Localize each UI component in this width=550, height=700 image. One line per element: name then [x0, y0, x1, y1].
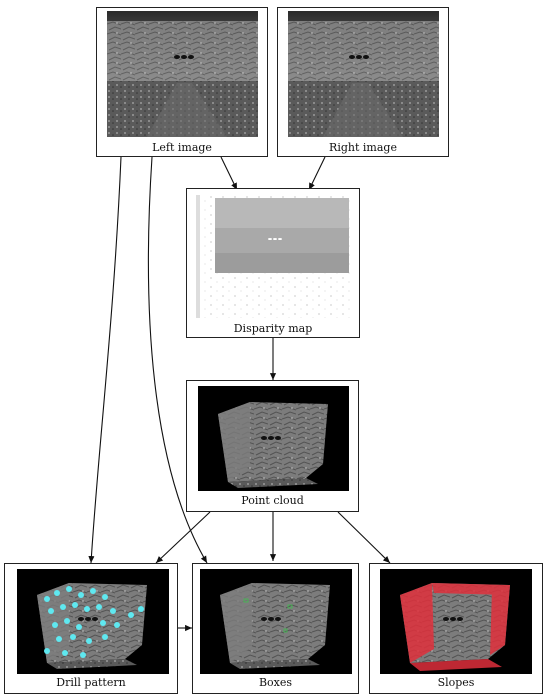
node-right-image: Right image: [277, 7, 449, 157]
point-cloud-label: Point cloud: [241, 494, 304, 507]
node-drill-pattern: Drill pattern: [4, 563, 178, 694]
boxes-label: Boxes: [258, 676, 293, 689]
drill-hole-markers: [44, 586, 144, 658]
node-disparity-map: Disparity map: [186, 188, 360, 338]
node-boxes: Boxes: [192, 563, 359, 694]
slopes-label: Slopes: [437, 676, 475, 689]
disparity-map-label: Disparity map: [233, 322, 313, 335]
right-stereo-image: [288, 11, 439, 137]
left-image-label: Left image: [152, 141, 212, 154]
slope-overlay: [400, 583, 510, 671]
edges: [88, 156, 391, 632]
box-markers: [243, 598, 293, 633]
left-stereo-image: [107, 11, 258, 137]
edge-pointcloud-to-slopes: [337, 511, 391, 564]
edge-pointcloud-to-drill: [155, 511, 211, 564]
boxes-image: [200, 569, 352, 674]
slopes-image: [380, 569, 532, 674]
point-cloud-image: [198, 386, 349, 491]
edge-left-to-disparity: [220, 156, 238, 191]
edge-left-to-drill: [88, 156, 122, 564]
node-point-cloud: Point cloud: [186, 380, 359, 512]
drill-pattern-label: Drill pattern: [56, 676, 126, 689]
node-left-image: Left image: [96, 7, 268, 157]
drill-pattern-image: [17, 569, 169, 674]
disparity-map-image: [196, 195, 351, 318]
edge-right-to-disparity: [308, 156, 326, 191]
edge-left-to-boxes: [147, 156, 208, 564]
right-image-label: Right image: [329, 141, 397, 154]
node-slopes: Slopes: [369, 563, 543, 694]
